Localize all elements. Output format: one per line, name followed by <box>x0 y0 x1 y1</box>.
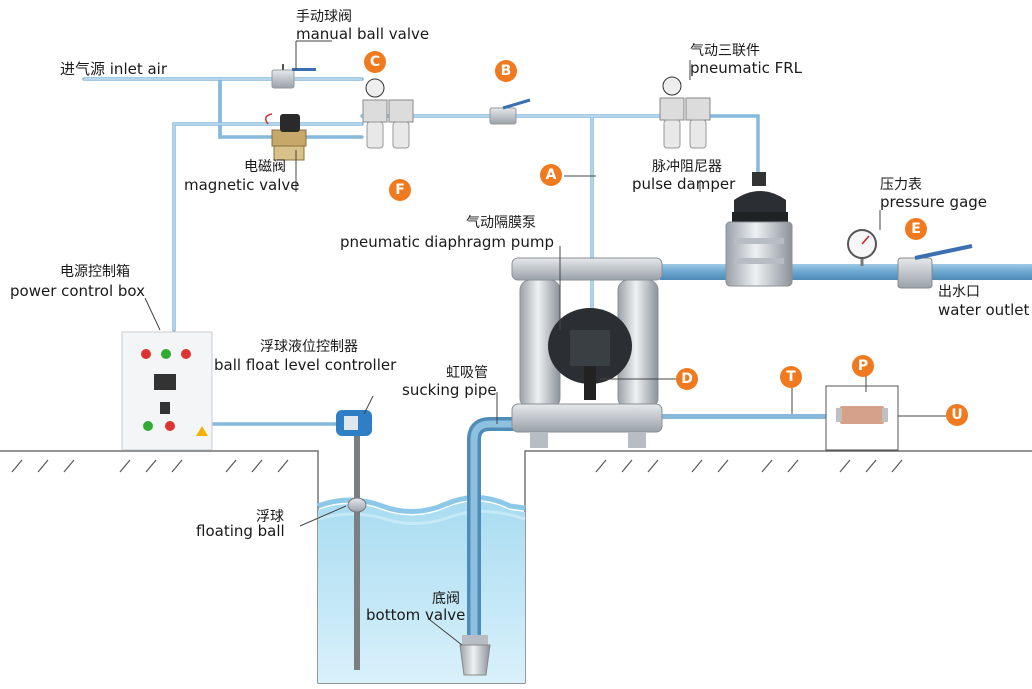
bottom-valve-label-en: bottom valve <box>366 606 466 624</box>
ball-valve-b-icon <box>489 98 531 125</box>
power-control-box-icon <box>121 331 213 451</box>
outlet-filter-unit-icon <box>825 385 899 451</box>
float-controller-label-en: ball float level controller <box>214 356 397 374</box>
marker-d: D <box>676 368 698 390</box>
pulse-damper-icon <box>725 172 793 287</box>
bottom-valve-icon <box>459 635 491 676</box>
leader-lines <box>144 40 946 646</box>
frl-unit-left-icon <box>362 78 414 149</box>
sucking-pipe-label-cn: 虹吸管 <box>446 365 488 381</box>
frl-unit-right-icon <box>659 76 711 149</box>
pneumatic-frl-label-en: pneumatic FRL <box>690 59 803 77</box>
floating-ball-label-cn: 浮球 <box>256 509 284 525</box>
outlet-ball-valve-icon <box>897 244 973 289</box>
inlet-air-label: 进气源 inlet air <box>60 60 168 78</box>
pressure-gage-icon <box>847 229 877 266</box>
magnetic-valve-icon <box>265 113 307 161</box>
bottom-valve-label-cn: 底阀 <box>432 591 460 607</box>
marker-a: A <box>540 164 562 186</box>
sucking-pipe-label-en: sucking pipe <box>402 381 497 399</box>
marker-b: B <box>495 60 517 82</box>
diaphragm-pump-icon <box>511 257 663 448</box>
pressure-gage-label-cn: 压力表 <box>880 177 922 193</box>
marker-c: C <box>364 51 386 73</box>
water-tank <box>317 494 526 683</box>
pressure-gage-label-en: pressure gage <box>880 193 988 211</box>
diaphragm-pump-label-en: pneumatic diaphragm pump <box>340 233 554 251</box>
marker-e: E <box>905 218 927 240</box>
marker-t: T <box>780 366 802 388</box>
magnetic-valve-label-en: magnetic valve <box>184 176 300 194</box>
manual-ball-valve-label-cn: 手动球阀 <box>296 9 352 25</box>
marker-f: F <box>389 179 411 201</box>
marker-p: P <box>852 355 874 377</box>
manual-ball-valve-label-en: manual ball valve <box>296 25 430 43</box>
pneumatic-frl-label-cn: 气动三联件 <box>690 43 760 59</box>
float-level-controller-icon <box>336 410 372 670</box>
float-controller-label-cn: 浮球液位控制器 <box>260 339 358 355</box>
pulse-damper-label-cn: 脉冲阻尼器 <box>652 159 722 175</box>
manual-ball-valve-icon <box>271 64 316 89</box>
power-control-box-label-cn: 电源控制箱 <box>60 264 130 280</box>
power-control-box-label-en: power control box <box>10 282 146 300</box>
pulse-damper-label-en: pulse damper <box>632 175 736 193</box>
diaphragm-pump-label-cn: 气动隔膜泵 <box>466 215 536 231</box>
magnetic-valve-label-cn: 电磁阀 <box>244 159 286 175</box>
water-outlet-label-cn: 出水口 <box>938 284 980 300</box>
water-outlet-label-en: water outlet <box>938 301 1030 319</box>
floating-ball-label-en: floating ball <box>196 522 285 540</box>
marker-u: U <box>946 404 968 426</box>
